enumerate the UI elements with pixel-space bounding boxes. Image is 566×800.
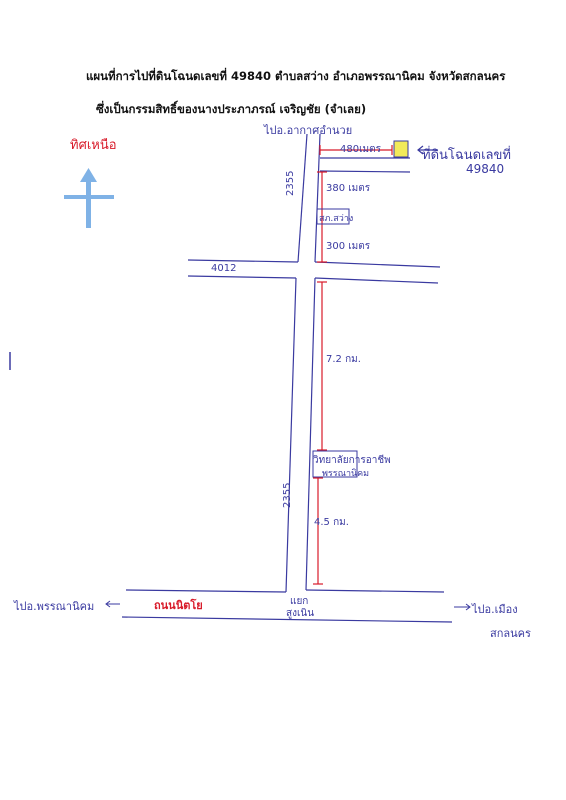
label-land-1: ที่ดินโฉนดเลขที่ — [422, 148, 511, 163]
label-dist-4-5: 4.5 กม. — [314, 517, 349, 528]
label-road-2355-top: 2355 — [285, 170, 296, 196]
label-nittayo-road: ถนนนิตโย — [154, 599, 203, 612]
road-4012-top-edge — [187, 259, 299, 263]
road-bottom-top-edge-left — [125, 589, 287, 593]
label-junction-1: แยก — [290, 596, 309, 607]
label-to-muang-1: ไปอ.เมือง — [472, 603, 518, 616]
road-bottom-top-edge-right — [305, 589, 445, 593]
label-road-4012: 4012 — [211, 263, 237, 274]
north-arrow-icon — [64, 168, 114, 228]
label-dist-380: 380 เมตร — [326, 183, 371, 194]
label-dist-7-2: 7.2 กม. — [326, 354, 361, 365]
road-bottom-bottom-edge — [121, 616, 453, 623]
road-2355-lower-left-edge — [285, 277, 297, 593]
road-2355-upper-right-edge — [314, 133, 321, 263]
map-title-line1: แผนที่การไปที่ดินโฉนดเลขที่ 49840 ตำบลสว… — [86, 69, 506, 83]
label-land-2: 49840 — [466, 162, 505, 176]
label-college-2: พรรณานิคม — [322, 469, 370, 479]
label-junction-2: สูงเนิน — [286, 608, 315, 619]
side-road-bottom-edge — [319, 170, 411, 173]
police-station-box — [316, 208, 350, 225]
label-police: สภ.สว่าง — [319, 214, 354, 224]
label-road-2355-bottom: 2355 — [282, 482, 293, 508]
land-parcel-icon — [393, 140, 409, 158]
label-dist-300: 300 เมตร — [326, 241, 371, 252]
north-label: ทิศเหนือ — [70, 138, 117, 153]
road-2355-upper-left-edge — [297, 133, 308, 263]
road-east-top-edge — [314, 261, 441, 268]
label-to-phanna: ไปอ.พรรณานิคม — [14, 600, 95, 613]
label-college-1: วิทยาลัยการอาชีพ — [313, 455, 391, 466]
road-east-bottom-edge — [314, 277, 439, 284]
road-2355-lower-right-edge — [305, 277, 316, 591]
label-to-akat: ไปอ.อากาศอำนวย — [264, 124, 353, 137]
map-title-line2: ซึ่งเป็นกรรมสิทธิ์ของนางประภาภรณ์ เจริญช… — [96, 102, 367, 116]
college-box — [312, 450, 358, 478]
label-dist-480: 480เมตร — [340, 144, 381, 155]
road-4012-bottom-edge — [187, 275, 297, 279]
label-to-muang-2: สกลนคร — [490, 627, 531, 640]
